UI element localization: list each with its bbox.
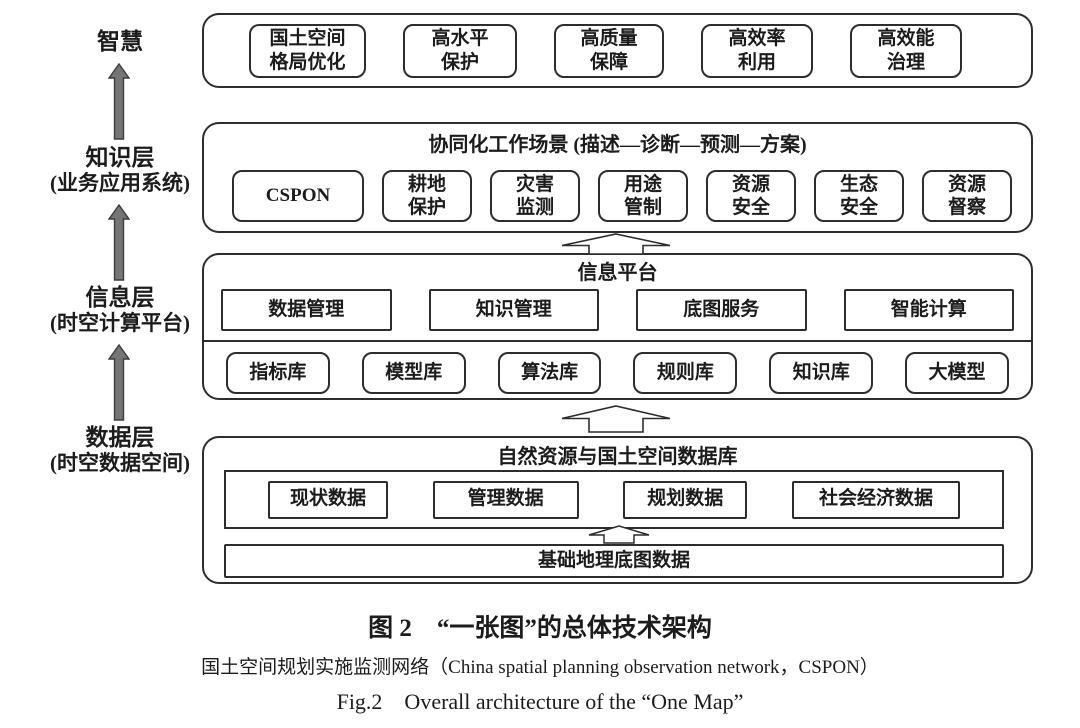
goal-box: 高质量 保障 bbox=[554, 23, 664, 78]
up-block-arrow-icon bbox=[561, 405, 671, 433]
layer-label-knowledge: 知识层 (业务应用系统) bbox=[10, 144, 230, 196]
up-arrow-icon bbox=[108, 63, 130, 140]
scenario-box-cspon: CSPON bbox=[232, 170, 364, 222]
figure-caption-en: Fig.2 Overall architecture of the “One M… bbox=[336, 689, 744, 714]
goal-box: 国土空间 格局优化 bbox=[249, 23, 366, 78]
layer-label-data-subtitle: (时空数据空间) bbox=[50, 451, 190, 476]
figure-caption-zh: 图 2 “一张图”的总体技术架构 bbox=[368, 615, 712, 642]
repository-box: 指标库 bbox=[226, 352, 330, 394]
figure-caption-note: 国土空间规划实施监测网络（China spatial planning obse… bbox=[201, 657, 879, 678]
knowledge-layer-title: 协同化工作场景 (描述—诊断—预测—方案) bbox=[428, 134, 807, 156]
up-arrow-icon bbox=[108, 344, 130, 421]
dataset-box: 管理数据 bbox=[432, 480, 579, 519]
information-platform-title: 信息平台 bbox=[577, 262, 658, 284]
scenario-box: 耕地 保护 bbox=[382, 170, 472, 222]
base-map-bar: 基础地理底图数据 bbox=[224, 544, 1004, 578]
layer-label-data-title: 数据层 bbox=[85, 425, 155, 450]
up-block-arrow-icon bbox=[588, 525, 650, 544]
service-box: 知识管理 bbox=[428, 289, 599, 331]
panel-knowledge-layer: 协同化工作场景 (描述—诊断—预测—方案) CSPON 耕地 保护 灾害 监测 … bbox=[202, 122, 1033, 233]
goal-box: 高效率 利用 bbox=[701, 23, 813, 78]
panel-data-layer: 自然资源与国土空间数据库 现状数据 管理数据 规划数据 社会经济数据 基础地理底… bbox=[202, 436, 1033, 584]
information-layer-divider bbox=[204, 340, 1031, 342]
service-box: 底图服务 bbox=[636, 289, 807, 331]
layer-label-information: 信息层 (时空计算平台) bbox=[10, 284, 230, 336]
service-box: 数据管理 bbox=[221, 289, 392, 331]
layer-label-wisdom: 智慧 bbox=[10, 28, 230, 55]
up-block-arrow-icon bbox=[561, 233, 671, 255]
scenario-box: 生态 安全 bbox=[814, 170, 904, 222]
scenario-box: 资源 安全 bbox=[706, 170, 796, 222]
layer-label-knowledge-subtitle: (业务应用系统) bbox=[50, 171, 190, 196]
layer-label-data: 数据层 (时空数据空间) bbox=[10, 424, 230, 476]
dataset-box: 社会经济数据 bbox=[791, 480, 960, 519]
goal-box: 高水平 保护 bbox=[403, 23, 517, 78]
repository-box: 模型库 bbox=[361, 352, 466, 394]
goal-box: 高效能 治理 bbox=[850, 23, 962, 78]
service-box: 智能计算 bbox=[843, 289, 1014, 331]
scenario-box: 用途 管制 bbox=[598, 170, 688, 222]
panel-information-layer: 信息平台 数据管理 知识管理 底图服务 智能计算 指标库 模型库 算法库 规则库… bbox=[202, 253, 1033, 400]
repository-box: 知识库 bbox=[769, 352, 874, 394]
repository-box: 规则库 bbox=[633, 352, 738, 394]
data-layer-title: 自然资源与国土空间数据库 bbox=[497, 446, 738, 468]
layer-label-information-title: 信息层 bbox=[85, 285, 155, 310]
dataset-box: 现状数据 bbox=[268, 480, 388, 519]
repository-box: 大模型 bbox=[905, 352, 1009, 394]
up-arrow-icon bbox=[108, 204, 130, 281]
scenario-box: 资源 督察 bbox=[922, 170, 1012, 222]
repository-box: 算法库 bbox=[497, 352, 602, 394]
dataset-box: 规划数据 bbox=[623, 480, 748, 519]
layer-label-information-subtitle: (时空计算平台) bbox=[50, 311, 190, 336]
panel-wisdom-goals: 国土空间 格局优化 高水平 保护 高质量 保障 高效率 利用 高效能 治理 bbox=[202, 13, 1033, 88]
layer-label-knowledge-title: 知识层 bbox=[85, 145, 155, 170]
layer-label-wisdom-title: 智慧 bbox=[97, 29, 143, 54]
scenario-box: 灾害 监测 bbox=[490, 170, 580, 222]
